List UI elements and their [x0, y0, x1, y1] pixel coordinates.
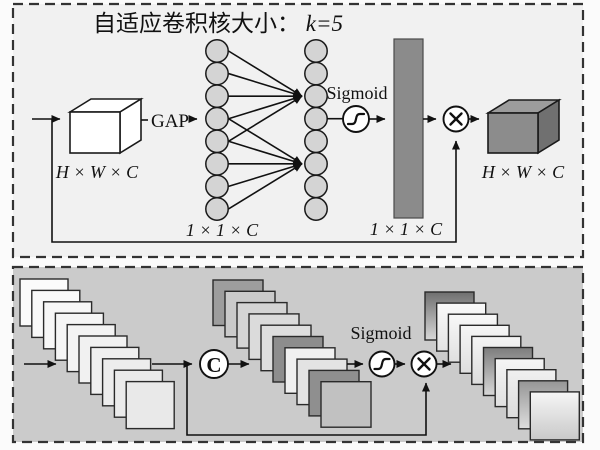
sigmoid-icon-bottom [368, 350, 396, 378]
output-cube-front-face [487, 112, 539, 154]
sigmoid-icon-top [342, 105, 370, 133]
output-cube-dims-label: H × W × C [481, 162, 565, 182]
neuron-node [304, 129, 328, 154]
neuron-node [205, 61, 229, 86]
title-k-value: k=5 [306, 11, 343, 36]
left-vector-dims-label: 1 × 1 × C [186, 220, 259, 240]
feature-map [529, 391, 580, 441]
multiply-icon-bottom [410, 350, 438, 378]
neuron-node [205, 174, 229, 199]
neuron-node [205, 151, 229, 176]
connection-line [228, 94, 303, 120]
conv-node-column-right [304, 39, 328, 221]
neuron-node [304, 106, 328, 131]
feature-map-stack-concat [212, 279, 372, 428]
kernel-connection-lines [228, 50, 303, 210]
neuron-node [304, 197, 328, 221]
top-skip-connection-line [51, 119, 460, 243]
input-cube-dims-label: H × W × C [55, 162, 139, 182]
adaptive-kernel-title: 自适应卷积核大小： k=5 [93, 11, 343, 36]
neuron-node [205, 197, 229, 221]
concat-icon: C [199, 349, 229, 379]
concat-letter: C [206, 353, 221, 377]
connection-line [228, 163, 303, 210]
sigmoid-label-bottom: Sigmoid [350, 323, 411, 343]
feature-map [125, 380, 175, 430]
input-cube-front-face [69, 111, 121, 154]
title-text: 自适应卷积核大小： [93, 11, 300, 36]
connection-line [228, 72, 303, 98]
output-feature-cube [485, 98, 562, 155]
connection-line [228, 162, 303, 188]
neuron-node [205, 106, 229, 131]
bottom-skip-connection-line [186, 364, 430, 436]
feature-map [320, 381, 372, 428]
feature-map-stack-input [19, 278, 175, 430]
conv-node-column-left [205, 39, 229, 221]
connection-line [228, 95, 303, 142]
neuron-node [205, 39, 229, 63]
neuron-node [304, 174, 328, 199]
sigmoid-label-top: Sigmoid [326, 83, 387, 103]
feature-map-stack-output [424, 291, 580, 441]
channel-weight-bar [393, 38, 424, 219]
gap-label: GAP [151, 111, 189, 132]
connection-line [228, 140, 303, 166]
neuron-node [205, 129, 229, 154]
connection-line [228, 50, 303, 97]
neuron-node [304, 39, 328, 63]
neuron-node [304, 61, 328, 86]
neuron-node [304, 151, 328, 176]
input-feature-cube [67, 97, 144, 155]
connection-line [228, 118, 303, 165]
multiply-icon-top [442, 105, 470, 133]
right-vector-dims-label: 1 × 1 × C [370, 219, 443, 239]
neuron-node [304, 84, 328, 109]
neuron-node [205, 84, 229, 109]
